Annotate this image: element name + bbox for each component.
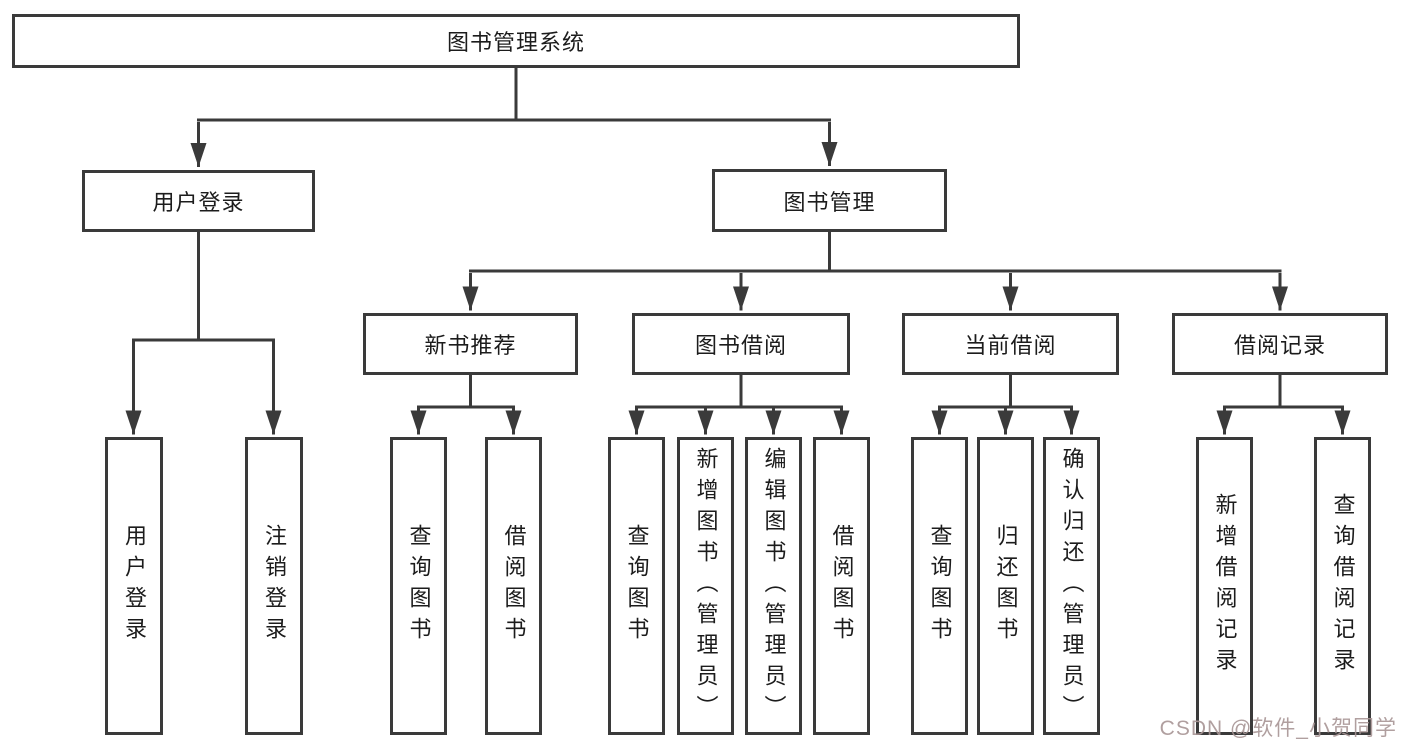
leaf-bb-borrow-book: 借阅图书 xyxy=(813,437,870,735)
node-user-login: 用户登录 xyxy=(82,170,315,232)
leaf-bb-query-book-label: 查询图书 xyxy=(624,524,650,648)
leaf-bb-borrow-book-label: 借阅图书 xyxy=(829,524,855,648)
leaf-bb-add-book-label: 新增图书（管理员） xyxy=(693,446,719,726)
node-book-management-label: 图书管理 xyxy=(783,189,876,215)
leaf-bb-add-book: 新增图书（管理员） xyxy=(677,437,734,735)
leaf-cb-query-book: 查询图书 xyxy=(911,437,968,735)
leaf-br-add-record-label: 新增借阅记录 xyxy=(1212,493,1238,679)
leaf-cb-query-book-label: 查询图书 xyxy=(927,524,953,648)
leaf-br-query-record-label: 查询借阅记录 xyxy=(1330,493,1356,679)
node-borrow-records: 借阅记录 xyxy=(1172,313,1388,375)
leaf-logout-login: 注销登录 xyxy=(245,437,303,735)
node-current-borrow: 当前借阅 xyxy=(902,313,1119,375)
node-user-login-label: 用户登录 xyxy=(152,190,245,215)
leaf-bb-edit-book-label: 编辑图书（管理员） xyxy=(761,446,787,726)
leaf-nb-query-book: 查询图书 xyxy=(390,437,447,735)
node-book-borrow: 图书借阅 xyxy=(632,313,850,375)
leaf-nb-borrow-book: 借阅图书 xyxy=(485,437,542,735)
node-book-management: 图书管理 xyxy=(712,169,947,232)
node-new-book-recommend-label: 新书推荐 xyxy=(424,333,517,358)
leaf-logout-login-label: 注销登录 xyxy=(262,524,287,648)
leaf-nb-query-book-label: 查询图书 xyxy=(406,524,432,648)
leaf-cb-confirm-return-label: 确认归还（管理员） xyxy=(1059,446,1085,726)
leaf-user-login: 用户登录 xyxy=(105,437,163,735)
leaf-bb-query-book: 查询图书 xyxy=(608,437,665,735)
node-new-book-recommend: 新书推荐 xyxy=(363,313,578,375)
leaf-nb-borrow-book-label: 借阅图书 xyxy=(501,524,527,648)
leaf-cb-return-book: 归还图书 xyxy=(977,437,1034,735)
node-borrow-records-label: 借阅记录 xyxy=(1233,333,1326,358)
node-root: 图书管理系统 xyxy=(12,14,1020,68)
leaf-br-query-record: 查询借阅记录 xyxy=(1314,437,1371,735)
node-root-label: 图书管理系统 xyxy=(446,30,585,55)
node-current-borrow-label: 当前借阅 xyxy=(964,333,1057,358)
leaf-cb-confirm-return: 确认归还（管理员） xyxy=(1043,437,1100,735)
leaf-br-add-record: 新增借阅记录 xyxy=(1196,437,1253,735)
leaf-user-login-label: 用户登录 xyxy=(122,524,147,648)
leaf-bb-edit-book: 编辑图书（管理员） xyxy=(745,437,802,735)
leaf-cb-return-book-label: 归还图书 xyxy=(993,524,1019,648)
node-book-borrow-label: 图书借阅 xyxy=(694,333,787,358)
